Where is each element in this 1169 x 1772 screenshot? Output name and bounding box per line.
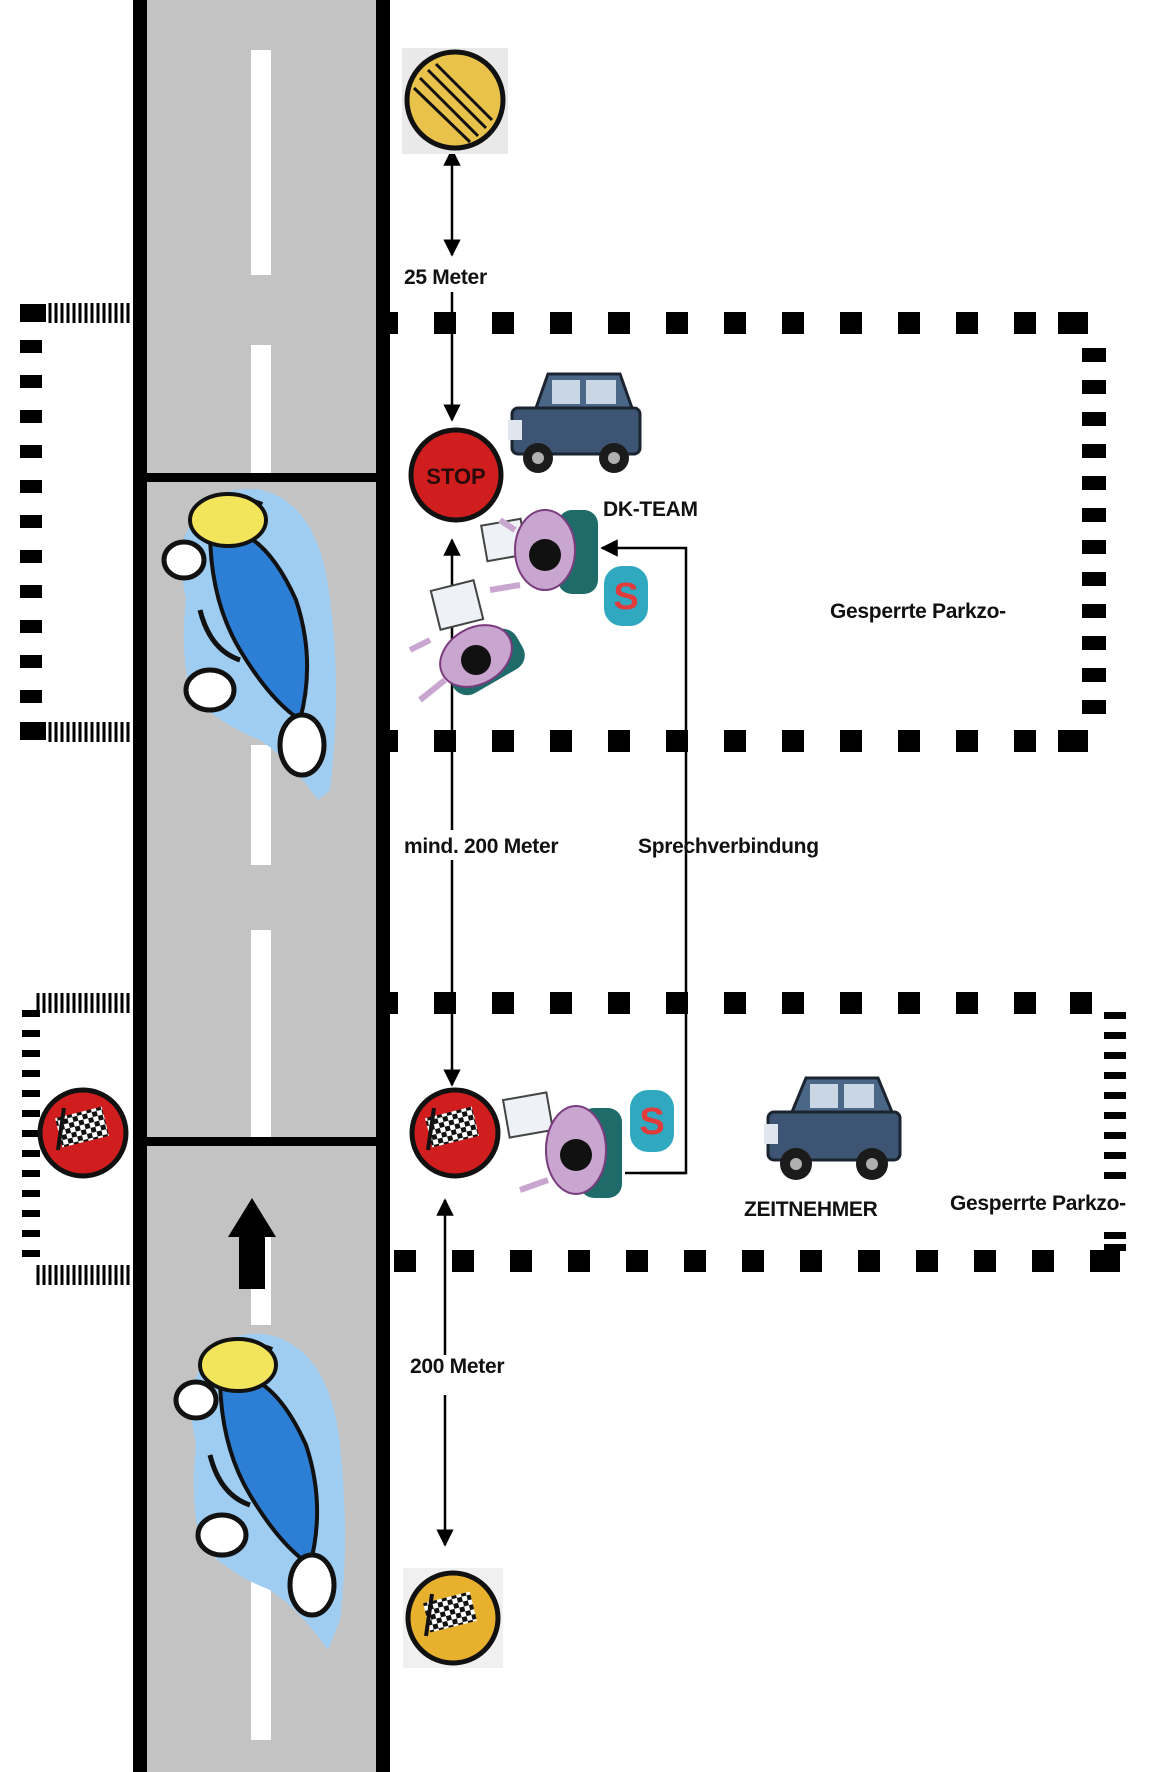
distance-arrows	[436, 148, 688, 1547]
svg-text:S: S	[639, 1101, 664, 1143]
right-zone-top-border	[376, 312, 1106, 752]
road-edge-right	[376, 0, 390, 1772]
distance-label-bottom: 200 Meter	[410, 1355, 505, 1378]
stop-sign-icon: STOP	[408, 427, 504, 523]
road-edge-left	[133, 0, 147, 1772]
radio-icon: S	[604, 566, 648, 626]
rally-car-icon-second	[173, 1333, 345, 1650]
direction-arrow-icon	[228, 1198, 276, 1289]
stop-line	[133, 473, 383, 482]
distance-label-top: 25 Meter	[404, 266, 487, 289]
team-label-bottom: ZEITNEHMER	[744, 1198, 878, 1221]
left-zone-top	[20, 303, 130, 742]
distance-label-mid: mind. 200 Meter	[404, 835, 559, 858]
rally-car-icon	[161, 488, 336, 800]
jeep-icon	[508, 372, 642, 473]
end-of-restrictions-sign-icon	[402, 48, 508, 154]
intercom-label: Sprechverbindung	[638, 835, 819, 858]
intercom-line	[600, 539, 688, 1175]
left-zone-bottom	[22, 993, 130, 1285]
svg-text:S: S	[613, 576, 638, 618]
checkered-flag-sign-icon	[409, 1087, 501, 1179]
official-at-desk-icon	[480, 509, 598, 594]
timing-line	[133, 1137, 383, 1146]
left-checkered-flag-sign-icon	[37, 1087, 129, 1179]
team-label-top: DK-TEAM	[603, 498, 698, 521]
right-zone-bottom-border	[376, 992, 1126, 1272]
start-checkered-flag-sign-icon	[403, 1568, 503, 1668]
jeep-icon-second	[764, 1076, 902, 1180]
radio-icon-second: S	[630, 1090, 674, 1152]
stop-sign-label: STOP	[426, 464, 486, 489]
official-at-desk-icon-third	[501, 1091, 622, 1198]
official-at-desk-icon-second	[408, 579, 525, 703]
zone-label-bottom: Gesperrte Parkzo-	[950, 1192, 1126, 1215]
zone-label-top: Gesperrte Parkzo-	[830, 600, 1006, 623]
